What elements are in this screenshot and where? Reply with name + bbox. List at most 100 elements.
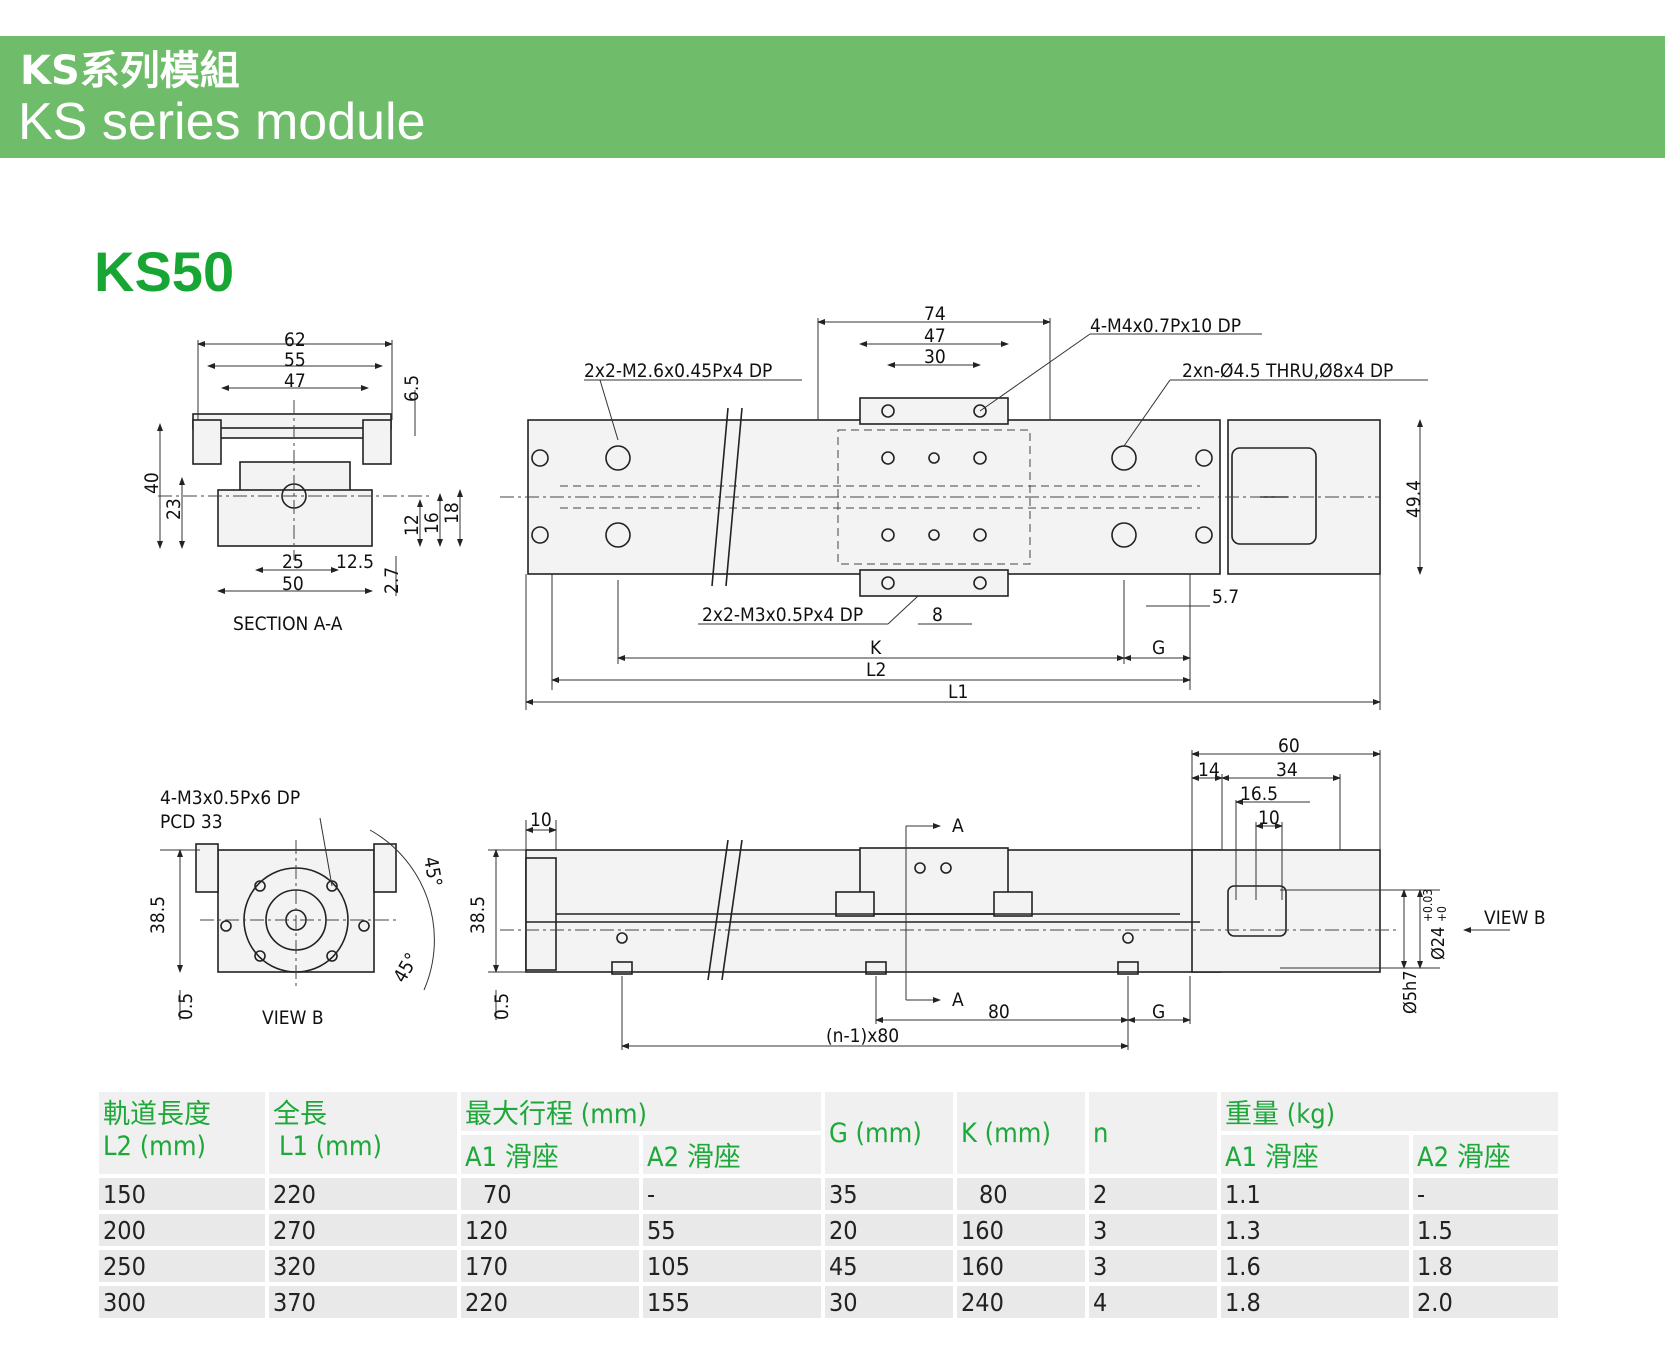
cell-weight-a2: 2.0 [1413,1286,1558,1318]
dim-d24-upper-tol: +0.03 [1421,889,1435,922]
callout-m2-6: 2x2-M2.6x0.45Px4 DP [584,360,772,382]
cell-stroke-a2: 105 [643,1250,821,1282]
dim-45-upper: 45° [419,855,446,889]
dim-34: 34 [1276,759,1298,781]
header-max-stroke: 最大行程 (mm) [461,1092,821,1131]
cell-stroke-a2: 55 [643,1214,821,1246]
callout-m3: 2x2-M3x0.5Px4 DP [702,604,863,626]
section-caption: SECTION A-A [233,613,343,635]
header-full-length-en: L1 (mm) [279,1131,382,1162]
table-row: 200 270 120 55 20 160 3 1.3 1.5 [99,1214,1558,1246]
dim-d24-lower-tol: +0 [1435,906,1449,922]
header-full-length: 全長 L1 (mm) [269,1092,457,1174]
dim-0-5-side: 0.5 [491,993,513,1020]
dim-23: 23 [163,498,185,520]
dim-d5h7: Ø5h7 [1400,970,1421,1014]
dim-pitch: (n-1)x80 [826,1025,899,1047]
callout-pcd: PCD 33 [160,811,223,833]
view-b-caption: VIEW B [262,1007,324,1029]
dim-16: 16 [421,512,443,534]
dim-8: 8 [932,604,943,626]
dim-l2: L2 [866,659,886,681]
dim-38-5-side: 38.5 [467,896,489,934]
cell-k: 160 [957,1214,1085,1246]
cell-weight-a1: 1.1 [1221,1178,1409,1210]
dim-30: 30 [924,346,946,368]
cell-l1: 270 [269,1214,457,1246]
cell-n: 4 [1089,1286,1217,1318]
dim-74: 74 [924,303,946,325]
view-b: 4-M3x0.5Px6 DP PCD 33 38.5 0.5 45° 45° V… [147,787,446,1029]
dim-12-5: 12.5 [336,551,374,573]
dim-2-7: 2.7 [381,567,403,594]
cell-l2: 250 [99,1250,265,1282]
dim-55: 55 [284,349,306,371]
cell-l1: 370 [269,1286,457,1318]
dim-50: 50 [282,573,304,595]
cell-g: 45 [825,1250,953,1282]
dim-47-top: 47 [924,325,946,347]
cell-stroke-a1: 170 [461,1250,639,1282]
cell-l1: 320 [269,1250,457,1282]
dim-l1: L1 [948,681,968,703]
header-g: G (mm) [825,1092,953,1174]
technical-drawing: 62 55 47 6.5 40 23 12 16 18 25 12.5 50 2… [141,303,1546,1050]
header-stroke-a2: A2 滑座 [643,1135,821,1174]
cell-g: 35 [825,1178,953,1210]
view-b-arrow-label: VIEW B [1484,907,1546,929]
dim-10-side: 10 [530,809,552,831]
dim-16-5: 16.5 [1240,783,1278,805]
dim-62: 62 [284,329,306,351]
cell-g: 30 [825,1286,953,1318]
title-english: KS series module [18,93,426,151]
header-rail-length-zh: 軌道長度 [103,1099,211,1130]
dim-45-lower: 45° [389,949,423,986]
dim-12: 12 [401,514,423,536]
cell-weight-a2: - [1413,1178,1558,1210]
table-row: 250 320 170 105 45 160 3 1.6 1.8 [99,1250,1558,1282]
dim-14: 14 [1198,759,1220,781]
cell-l2: 200 [99,1214,265,1246]
dim-k: K [870,637,882,659]
dim-d24: Ø24 [1428,927,1449,960]
cell-k: 80 [957,1178,1085,1210]
top-view: 74 47 30 4-M4x0.7Px10 DP 2x2-M2.6x0.45Px… [500,303,1428,710]
dim-g-top: G [1152,637,1165,659]
dim-10-motor: 10 [1258,807,1280,829]
side-view: 10 38.5 0.5 A A 80 G (n-1)x80 60 14 34 1… [467,735,1546,1050]
dim-g-side: G [1152,1001,1165,1023]
header-weight-a2: A2 滑座 [1413,1135,1558,1174]
header-stroke-a1: A1 滑座 [461,1135,639,1174]
header-banner: KS系列模組 KS series module [0,36,1665,158]
table-row: 300 370 220 155 30 240 4 1.8 2.0 [99,1286,1558,1318]
cell-n: 3 [1089,1250,1217,1282]
header-rail-length: 軌道長度 L2 (mm) [99,1092,265,1174]
cell-stroke-a1: 120 [461,1214,639,1246]
dim-5-7: 5.7 [1212,586,1239,608]
cell-stroke-a2: - [643,1178,821,1210]
cell-weight-a1: 1.3 [1221,1214,1409,1246]
spec-table: 軌道長度 L2 (mm) 全長 L1 (mm) 最大行程 (mm) G (mm)… [95,1088,1562,1322]
section-a-a: 62 55 47 6.5 40 23 12 16 18 25 12.5 50 2… [141,329,463,635]
cell-weight-a1: 1.8 [1221,1286,1409,1318]
cell-k: 160 [957,1250,1085,1282]
callout-m3-view-b: 4-M3x0.5Px6 DP [160,787,300,809]
cell-weight-a1: 1.6 [1221,1250,1409,1282]
cell-weight-a2: 1.8 [1413,1250,1558,1282]
header-rail-length-en: L2 (mm) [103,1131,206,1162]
callout-thru: 2xn-Ø4.5 THRU,Ø8x4 DP [1182,360,1393,382]
cell-l2: 300 [99,1286,265,1318]
dim-38-5-view-b: 38.5 [147,896,169,934]
header-weight: 重量 (kg) [1221,1092,1558,1131]
title-chinese: KS系列模組 [20,48,240,94]
header-full-length-zh: 全長 [273,1099,327,1130]
callout-m4: 4-M4x0.7Px10 DP [1090,315,1241,337]
dim-47: 47 [284,370,306,392]
dim-25: 25 [282,551,304,573]
table-row: 150 220 70 - 35 80 2 1.1 - [99,1178,1558,1210]
dim-0-5-view-b: 0.5 [175,993,197,1020]
cell-k: 240 [957,1286,1085,1318]
section-mark-a-bottom: A [952,989,964,1011]
cell-stroke-a1: 70 [461,1178,639,1210]
cell-stroke-a1: 220 [461,1286,639,1318]
